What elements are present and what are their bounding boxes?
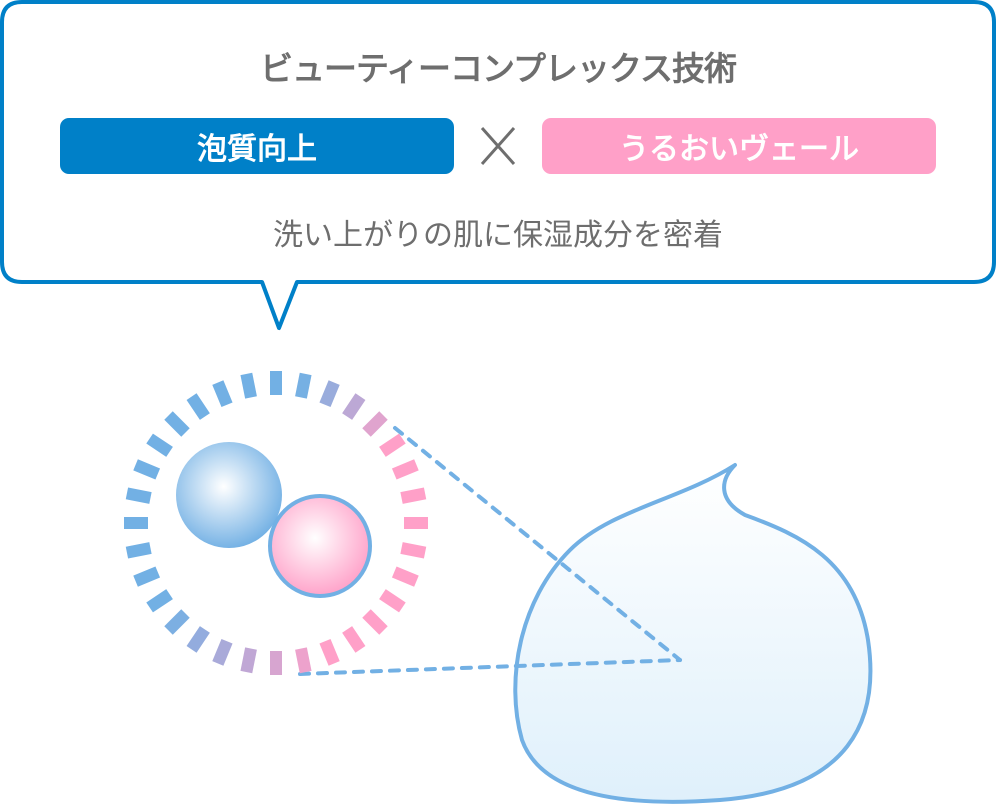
ring-dash	[125, 542, 152, 559]
ring-dash	[391, 459, 419, 480]
zoom-line-top	[393, 426, 682, 662]
ring-dash	[270, 371, 282, 395]
multiply-icon	[480, 127, 516, 165]
ring-dash	[146, 589, 173, 613]
ring-dash	[186, 626, 210, 653]
ring-dash	[133, 459, 161, 480]
ring-dash	[295, 372, 312, 399]
ring-dash	[240, 372, 257, 399]
ring-dash	[362, 411, 388, 437]
ring-dash	[164, 609, 190, 635]
ring-dash	[186, 393, 210, 420]
ring-dash	[295, 647, 312, 674]
moisture-veil-label: うるおいヴェール	[619, 132, 859, 167]
pink-sphere	[268, 494, 372, 598]
ring-dash	[391, 566, 419, 587]
ring-dash	[400, 542, 427, 559]
blue-sphere	[176, 442, 282, 548]
ring-dash	[270, 651, 282, 675]
zoom-line-bottom	[298, 658, 682, 676]
moisture-veil-badge: うるおいヴェール	[542, 118, 936, 174]
ring-dash	[212, 638, 233, 666]
ring-dash	[319, 638, 340, 666]
callout-subtitle: 洗い上がりの肌に保湿成分を密着	[273, 218, 723, 253]
foam-icon	[513, 463, 873, 804]
callout-title: ビューティーコンプレックス技術	[259, 49, 737, 88]
foam-quality-label: 泡質向上	[197, 132, 317, 167]
dashed-ring	[124, 371, 428, 675]
ring-dash	[164, 411, 190, 437]
ring-dash	[342, 393, 366, 420]
foam-quality-badge: 泡質向上	[60, 118, 454, 174]
ring-dash	[379, 589, 406, 613]
ring-dash	[400, 487, 427, 504]
ring-dash	[362, 609, 388, 635]
ring-dash	[146, 433, 173, 457]
ring-dash	[124, 517, 148, 529]
ring-dash	[404, 517, 428, 529]
ring-dash	[319, 380, 340, 408]
ring-dash	[342, 626, 366, 653]
speech-bubble	[0, 0, 996, 330]
ring-dash	[125, 487, 152, 504]
ring-dash	[240, 647, 257, 674]
ring-dash	[133, 566, 161, 587]
ring-dash	[212, 380, 233, 408]
ring-dash	[379, 433, 406, 457]
